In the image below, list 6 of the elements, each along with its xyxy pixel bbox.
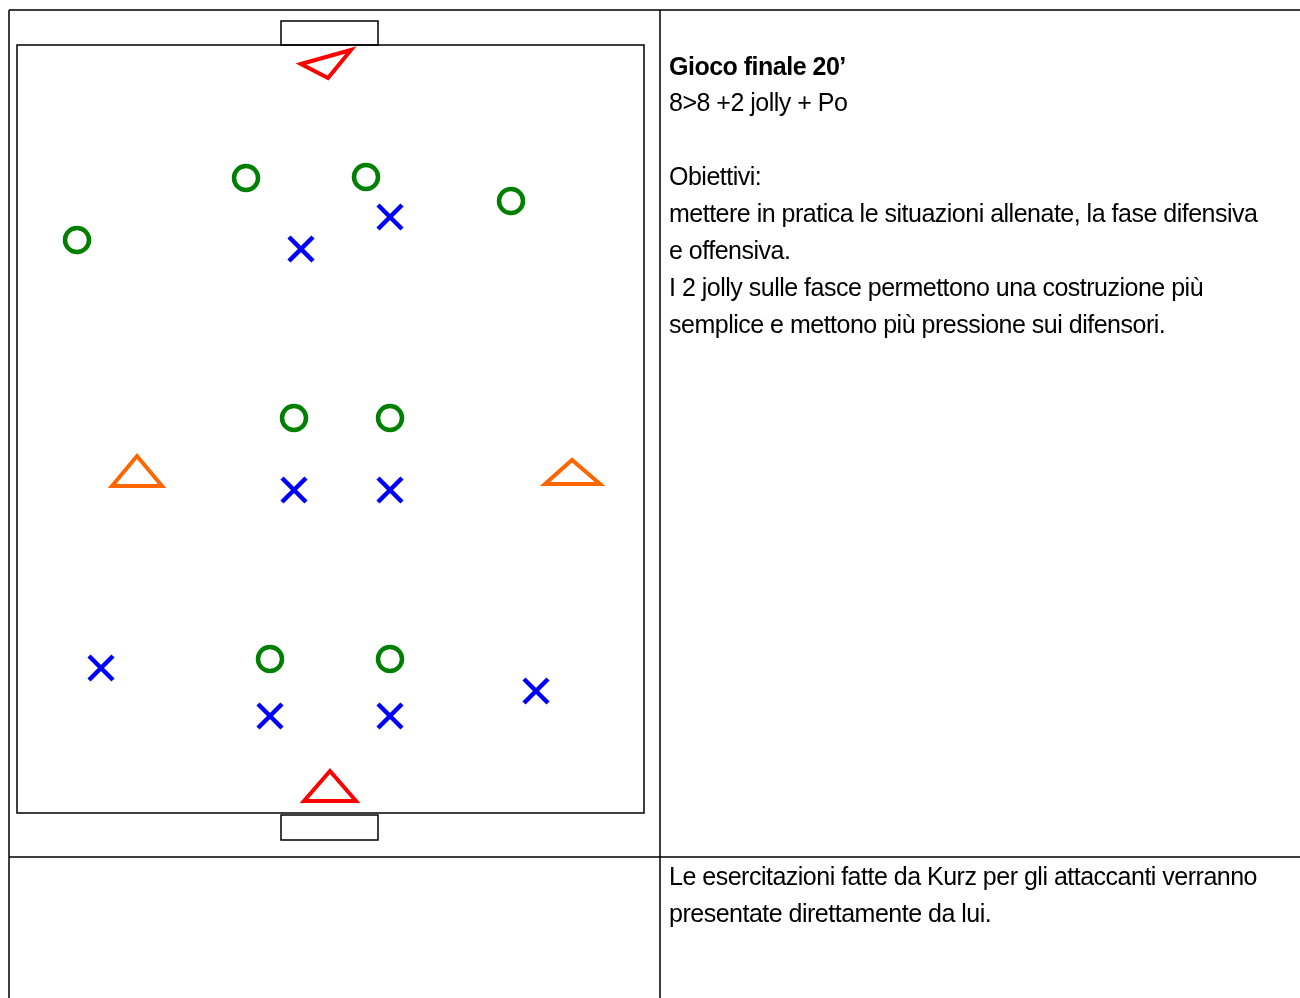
objectives-text: I 2 jolly sulle fasce permettono una costruzione più semplice e mettono più pressione sui difensori. (669, 272, 1205, 340)
drill-format: 8>8 +2 jolly + Po (669, 87, 849, 118)
drill-title: Gioco finale 20’ (669, 51, 847, 82)
objectives-text: mettere in pratica le situazioni allenate, la fase difensiva e offensiva. (669, 198, 1259, 266)
note-text: Le esercitazioni fatte da Kurz per gli attaccanti verranno presentate direttamente da lui. (669, 861, 1258, 929)
objectives-heading: Obiettivi: (669, 161, 763, 192)
